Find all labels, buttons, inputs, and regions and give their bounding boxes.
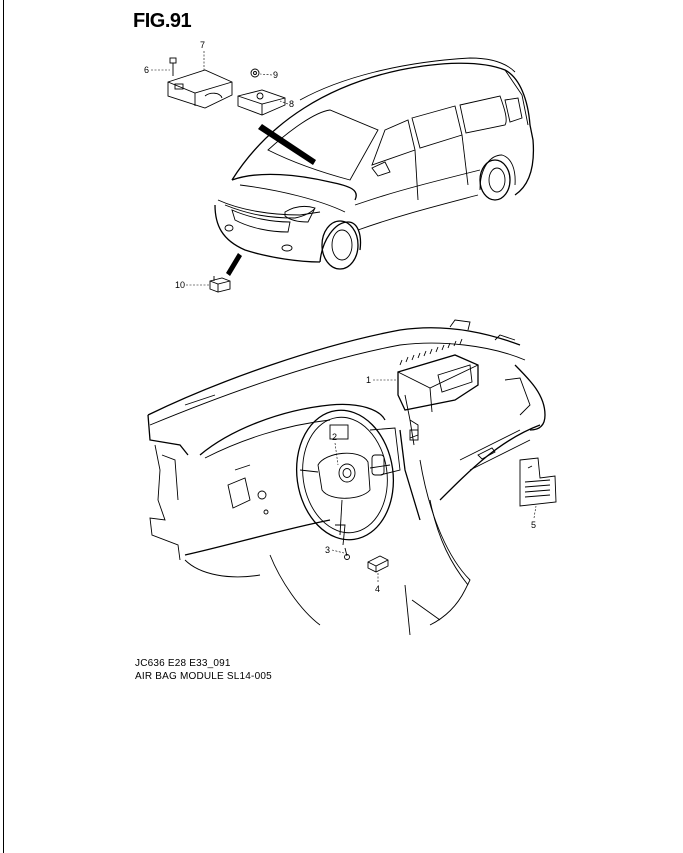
figure-caption: AIR BAG MODULE SL14-005 <box>135 671 272 682</box>
callout-3: 3 <box>325 545 330 555</box>
pointer-arrow-ecu <box>258 124 316 165</box>
callout-2: 2 <box>332 432 337 442</box>
pointer-arrow-sensor <box>226 253 242 276</box>
vehicle-drawing <box>214 57 535 270</box>
callout-1: 1 <box>366 375 371 385</box>
callout-labels: 1 2 3 4 5 6 7 8 9 10 <box>144 40 537 594</box>
dashboard-drawing <box>147 319 557 636</box>
part-4-connector <box>367 555 389 573</box>
callout-6: 6 <box>144 65 149 75</box>
part-9-nut <box>250 68 260 78</box>
callout-5: 5 <box>531 520 536 530</box>
part-10-sensor <box>209 276 231 293</box>
figure-title: FIG.91 <box>133 10 192 32</box>
part-5-caution-label <box>519 457 557 507</box>
part-3-screw <box>344 547 350 560</box>
callout-7: 7 <box>200 40 205 50</box>
callout-10: 10 <box>175 280 185 290</box>
figure-code: JC636 E28 E33_091 <box>135 658 231 669</box>
part-1-passenger-airbag <box>397 338 479 446</box>
part-8-bracket <box>237 89 286 116</box>
left-border-line <box>3 0 4 853</box>
part-7-sdm-module <box>167 69 233 109</box>
callout-9: 9 <box>273 70 278 80</box>
part-6-bolt <box>169 57 177 76</box>
callout-4: 4 <box>375 584 380 594</box>
callout-8: 8 <box>289 99 294 109</box>
